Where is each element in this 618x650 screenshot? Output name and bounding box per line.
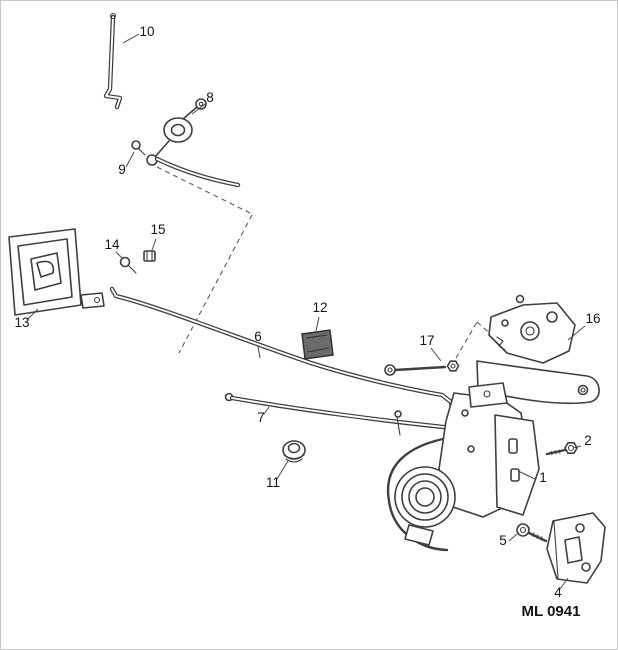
control-rod-upper (109, 286, 456, 418)
figure-code: ML 0941 (522, 603, 581, 620)
leader-line-15 (151, 238, 157, 251)
part-label-15: 15 (150, 222, 165, 237)
alignment-dash-line-upper (156, 166, 253, 215)
leader-line-16 (567, 325, 586, 341)
leader-line-17 (430, 347, 442, 362)
part-label-14: 14 (104, 237, 120, 252)
part-label-8: 8 (206, 90, 214, 105)
part-label-7: 7 (257, 410, 265, 425)
leader-line-12 (315, 316, 320, 332)
door-latch-assembly (386, 382, 540, 552)
interior-door-handle (8, 228, 105, 316)
leader-lines (26, 33, 586, 590)
leader-line-6 (257, 345, 261, 359)
bellcrank-link-rod (154, 156, 241, 188)
bellcrank-lever (146, 98, 207, 166)
part-label-1: 1 (539, 470, 547, 485)
leader-line-7 (263, 406, 270, 415)
part-label-5: 5 (499, 533, 507, 548)
leader-line-9 (125, 151, 135, 168)
lock-button-rod (103, 12, 123, 110)
leader-line-2 (572, 445, 582, 449)
part-label-4: 4 (554, 585, 562, 600)
leader-line-13 (26, 308, 39, 321)
part-labels: 1 2 4 5 6 7 8 9 10 11 12 13 14 15 16 17 (14, 24, 600, 600)
leader-line-5 (508, 533, 518, 542)
leader-line-4 (559, 577, 569, 590)
part-label-16: 16 (585, 311, 600, 326)
part-label-6: 6 (254, 329, 262, 344)
leader-line-14 (115, 251, 124, 260)
rivet-screw (131, 140, 146, 156)
rod-grommet (282, 440, 306, 463)
part-label-11: 11 (266, 475, 280, 490)
leader-line-1 (517, 470, 536, 480)
part-label-9: 9 (118, 162, 126, 177)
part-label-17: 17 (419, 333, 434, 348)
leader-line-11 (276, 460, 289, 480)
part-label-12: 12 (312, 300, 327, 315)
foam-pad (301, 329, 334, 360)
leader-line-10 (122, 33, 140, 44)
leader-line-8 (191, 103, 206, 115)
part-label-10: 10 (139, 24, 154, 39)
exterior-handle-mechanism (476, 294, 600, 405)
retaining-clip (143, 250, 156, 262)
part-label-2: 2 (584, 433, 592, 448)
striker-bolt (516, 523, 548, 543)
part-label-13: 13 (14, 315, 29, 330)
mounting-screw (119, 256, 137, 274)
door-striker-plate (546, 512, 606, 584)
latch-bolt (545, 441, 578, 456)
alignment-dash-line-lower (178, 214, 253, 354)
